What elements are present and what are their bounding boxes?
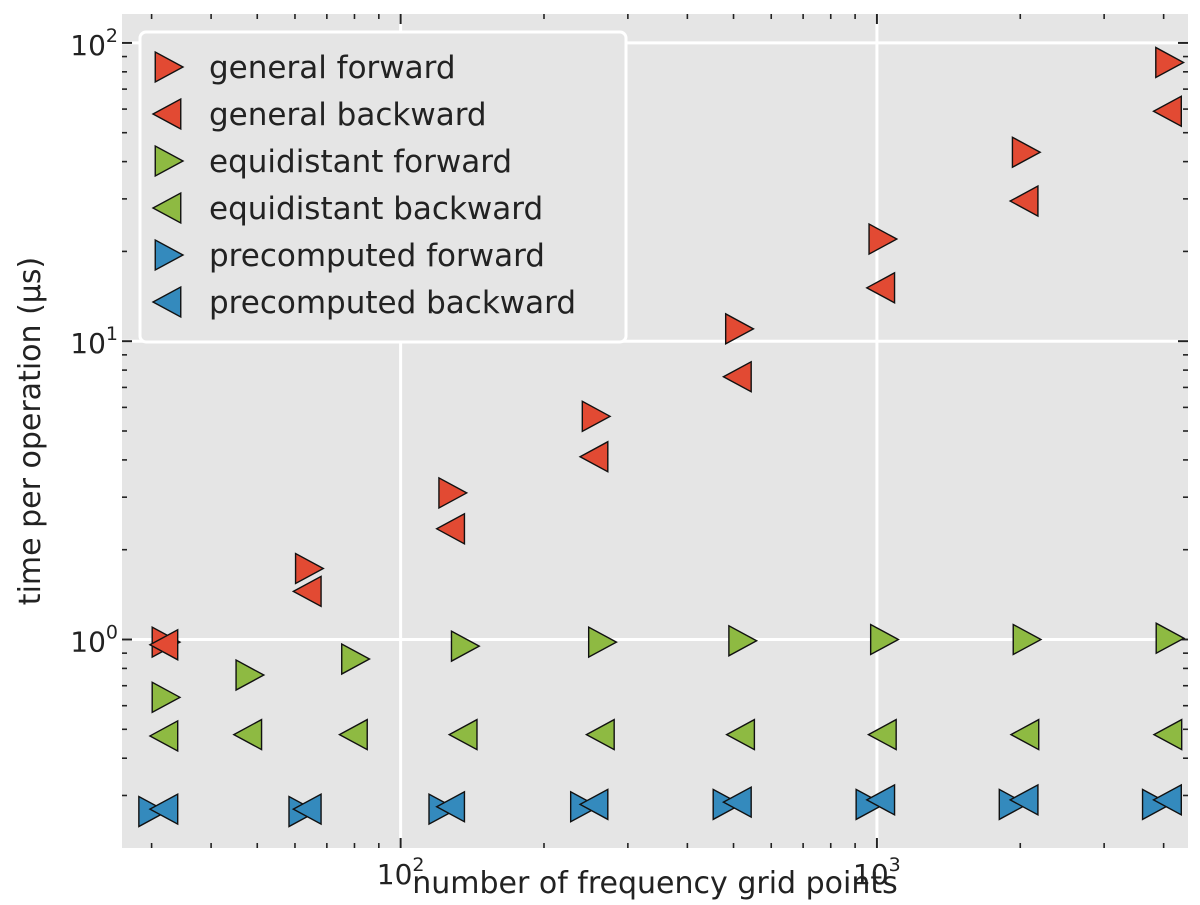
- legend-label: equidistant forward: [209, 144, 512, 180]
- data-point: [294, 552, 325, 585]
- legend-label: equidistant backward: [209, 191, 543, 227]
- data-point: [721, 360, 752, 393]
- data-point: [232, 718, 263, 751]
- y-tick-label: 100: [70, 622, 118, 659]
- tick-label-base: 10: [853, 858, 889, 891]
- data-point: [721, 785, 752, 819]
- tick-label-base: 10: [70, 327, 106, 360]
- y-axis-label: time per operation (μs): [13, 257, 48, 605]
- legend-label: precomputed forward: [209, 238, 545, 274]
- data-point: [1012, 623, 1043, 656]
- legend-marker: [154, 238, 185, 272]
- data-point: [724, 312, 755, 346]
- data-point: [438, 476, 469, 510]
- data-point: [341, 642, 371, 676]
- data-point: [1152, 783, 1182, 817]
- legend: general forward general backward equidista…: [138, 30, 628, 344]
- data-point: [291, 575, 322, 608]
- data-point: [1141, 788, 1172, 821]
- tick-label-exponent: 2: [412, 854, 424, 876]
- legend-marker: [151, 285, 182, 319]
- data-point: [148, 792, 179, 826]
- data-point: [865, 271, 896, 304]
- tick-label-base: 10: [70, 626, 106, 659]
- data-point: [584, 718, 615, 751]
- legend-marker: [151, 97, 182, 131]
- data-point: [338, 718, 368, 751]
- data-point: [1008, 184, 1039, 218]
- data-point: [148, 628, 179, 661]
- x-tick-label: 102: [377, 854, 425, 891]
- data-point: [868, 222, 899, 256]
- data-point: [435, 512, 466, 545]
- tick-label-base: 10: [377, 858, 413, 891]
- tick-label-exponent: 1: [106, 323, 118, 345]
- data-point: [865, 783, 896, 817]
- data-points: [138, 46, 1186, 828]
- x-tick-label: 103: [853, 854, 901, 891]
- data-point: [587, 625, 618, 659]
- legend-marker: [151, 191, 182, 225]
- legend-label: precomputed backward: [209, 285, 576, 321]
- data-point: [581, 400, 612, 433]
- data-point: [725, 718, 756, 751]
- tick-label-exponent: 3: [889, 854, 901, 876]
- data-point: [450, 629, 481, 663]
- x-axis-label: number of frequency grid points: [412, 866, 898, 901]
- data-point: [855, 788, 886, 821]
- legend-label: general forward: [209, 50, 456, 86]
- data-point: [1152, 95, 1182, 128]
- tick-label-base: 10: [70, 29, 106, 62]
- data-point: [728, 624, 759, 657]
- legend-label: general backward: [209, 97, 487, 133]
- data-point: [1155, 46, 1186, 79]
- data-point: [1008, 783, 1039, 817]
- legend-marker: [154, 144, 185, 178]
- data-point: [148, 719, 179, 753]
- data-point: [435, 790, 466, 823]
- legend-marker: [154, 50, 185, 84]
- data-point: [1009, 718, 1040, 751]
- data-point: [1152, 718, 1183, 751]
- data-point: [866, 718, 897, 751]
- legend-box: [138, 30, 628, 344]
- data-point: [1011, 136, 1042, 169]
- data-point: [151, 681, 182, 714]
- data-point: [1155, 622, 1186, 655]
- data-point: [578, 440, 609, 473]
- tick-label-exponent: 0: [106, 622, 118, 644]
- data-point: [235, 658, 266, 692]
- tick-label-exponent: 2: [106, 25, 118, 47]
- data-point: [291, 792, 322, 826]
- data-point: [447, 718, 478, 751]
- data-point: [138, 795, 169, 828]
- y-tick-label: 102: [70, 25, 118, 62]
- data-point: [869, 623, 900, 656]
- data-point: [998, 788, 1029, 821]
- data-point: [578, 788, 609, 821]
- y-tick-label: 101: [70, 323, 118, 360]
